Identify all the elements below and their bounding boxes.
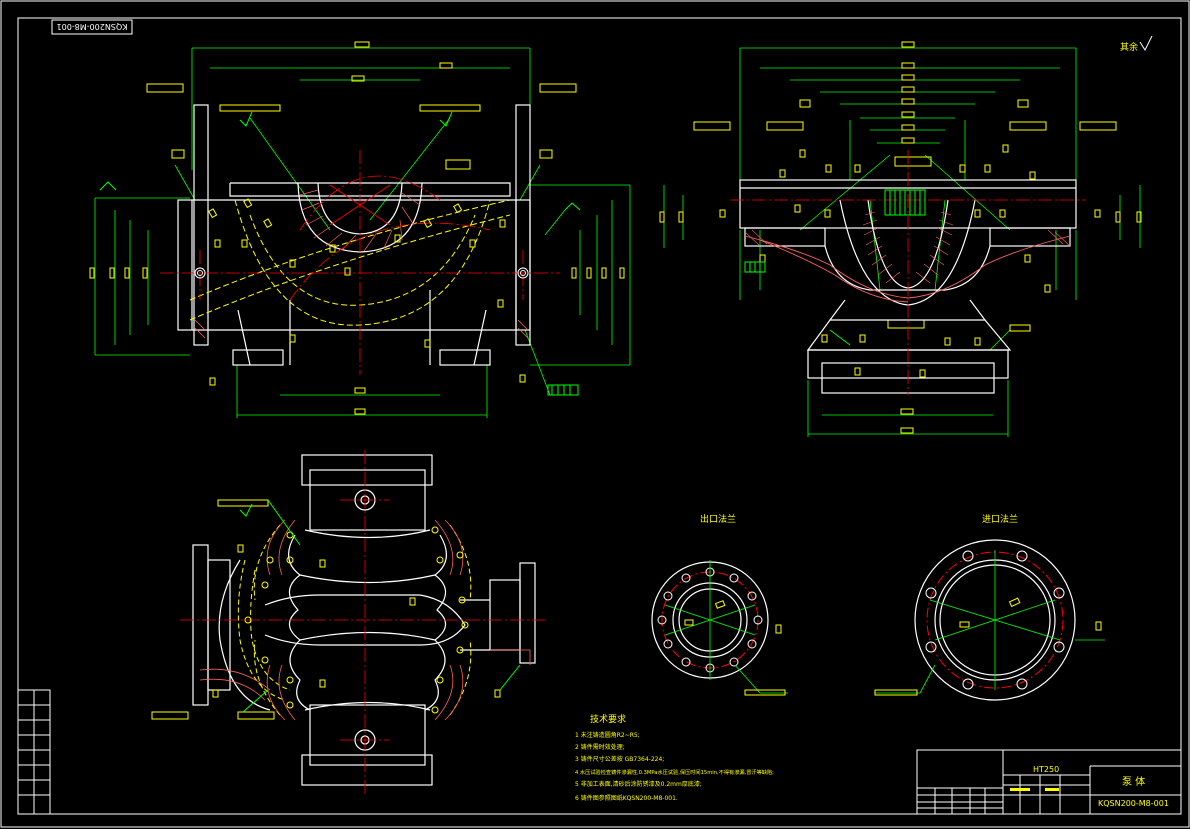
inlet-flange-label: 进口法兰	[982, 513, 1018, 525]
front-view	[89, 41, 631, 418]
inlet-flange-view: 进口法兰	[874, 513, 1105, 701]
tech-requirement-item: 4 水压试验检查铸件渗漏性,0.3MPa水压试验,保压时间15min,不得有渗漏…	[575, 768, 774, 776]
tech-requirement-item: 3 铸件尺寸公差按 GB7364-224;	[575, 755, 664, 763]
outlet-flange-view: 出口法兰	[651, 513, 788, 696]
material-label: HT250	[1033, 765, 1059, 774]
roughness-symbol: 其余	[1120, 35, 1153, 53]
outlet-flange-label: 出口法兰	[700, 513, 736, 525]
revision-strip	[17, 689, 51, 815]
side-view	[659, 41, 1142, 437]
tech-requirement-item: 6 铸件图参照图纸KQSN200-M8-001.	[575, 794, 678, 802]
tech-requirements-title: 技术要求	[590, 713, 626, 725]
top-view	[151, 450, 545, 795]
part-name: 泵 体	[1122, 776, 1145, 788]
tech-requirement-item: 2 铸件需时效处理;	[575, 743, 625, 751]
drawing-number: KQSN200-M8-001	[1098, 799, 1169, 808]
technical-requirements: 技术要求 1 未注铸造圆角R2~R5; 2 铸件需时效处理; 3 铸件尺寸公差按…	[575, 713, 774, 802]
title-block	[916, 749, 1182, 815]
roughness-note: 其余	[1120, 41, 1138, 53]
drawing-number-top: KQSN200-M8-001	[57, 22, 128, 31]
tech-requirement-item: 5 非加工表面,清砂后涂防锈漆及0.2mm厚底漆;	[575, 780, 702, 788]
tech-requirement-item: 1 未注铸造圆角R2~R5;	[575, 731, 640, 739]
top-number-box: KQSN200-M8-001	[51, 19, 133, 35]
